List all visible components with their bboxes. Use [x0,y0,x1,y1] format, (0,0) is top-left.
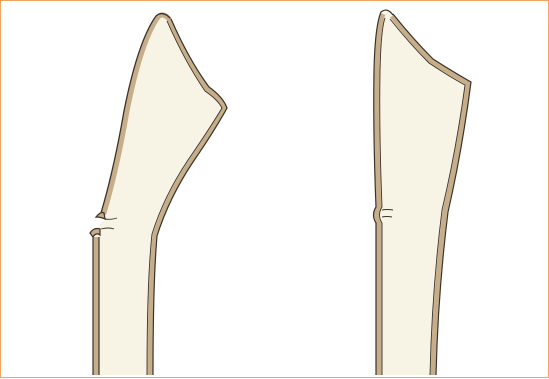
left-bone-fracture-top [96,213,105,220]
right-bone-body [375,12,468,375]
left-bone [90,14,227,375]
left-bone-upper-fragment [95,15,225,375]
right-bone [374,10,472,375]
